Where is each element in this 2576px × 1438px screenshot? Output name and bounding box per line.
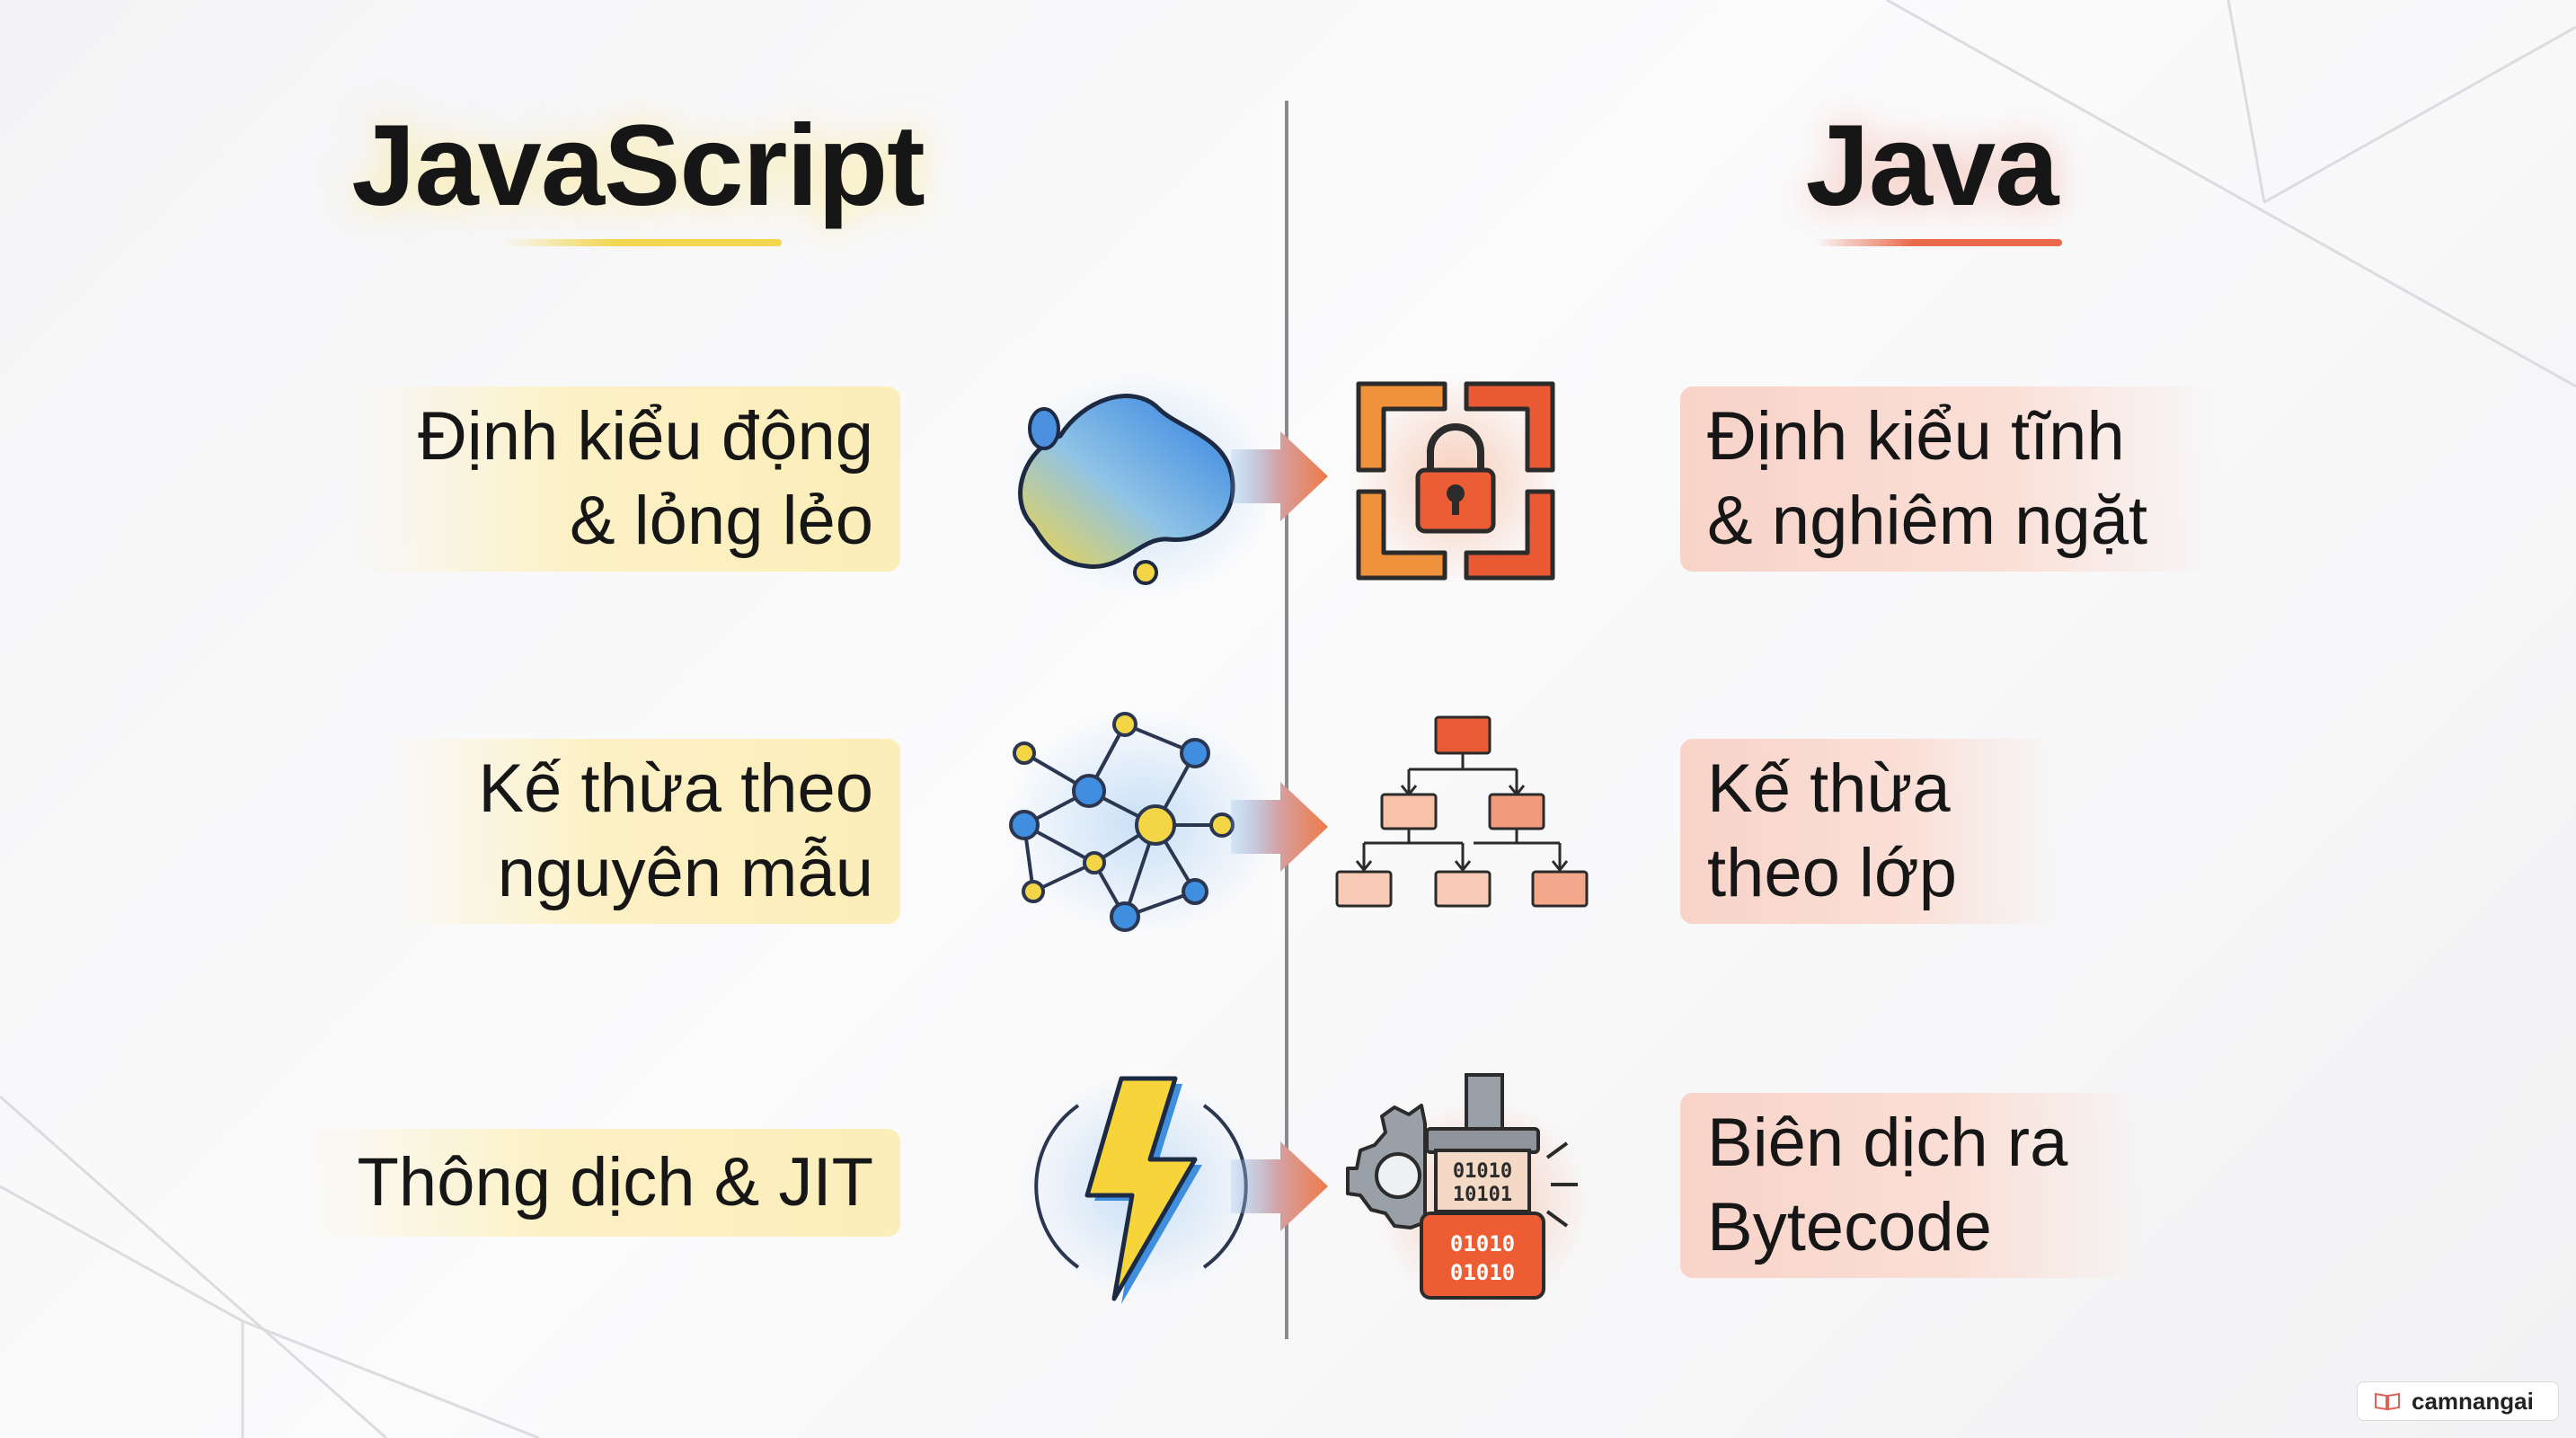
center-divider <box>1285 101 1288 1339</box>
watermark-badge: camnangai <box>2357 1381 2559 1421</box>
lightning-bolt-icon <box>1020 1074 1262 1304</box>
java-inheritance-label: Kế thừa theo lớp <box>1680 739 2058 924</box>
node-network-icon <box>1006 710 1267 935</box>
class-hierarchy-icon <box>1335 715 1589 908</box>
bytecode-compiler-icon: 01010 10101 01010 01010 <box>1346 1073 1590 1312</box>
book-icon <box>2375 1392 2400 1411</box>
java-typing-label: Định kiểu tĩnh & nghiêm ngặt <box>1680 386 2219 572</box>
flow-arrow-1 <box>1231 431 1328 521</box>
java-execution-line-1: Biên dịch ra <box>1707 1105 2068 1181</box>
js-execution-label: Thông dịch & JIT <box>305 1129 900 1237</box>
svg-text:01010: 01010 <box>1450 1231 1515 1256</box>
java-title: Java <box>1805 102 2059 230</box>
js-execution-line-1: Thông dịch & JIT <box>357 1144 874 1221</box>
flow-arrow-3 <box>1231 1141 1328 1231</box>
js-inheritance-label: Kế thừa theo nguyên mẫu <box>386 739 900 924</box>
java-inheritance-line-2: theo lớp <box>1707 835 1958 911</box>
js-inheritance-line-1: Kế thừa theo <box>478 750 873 827</box>
java-execution-label: Biên dịch ra Bytecode <box>1680 1093 2147 1278</box>
js-inheritance-line-2: nguyên mẫu <box>497 835 873 911</box>
java-inheritance-line-1: Kế thừa <box>1707 750 1951 827</box>
java-typing-line-2: & nghiêm ngặt <box>1707 483 2148 559</box>
svg-text:01010: 01010 <box>1450 1260 1515 1285</box>
js-typing-line-1: Định kiểu động <box>417 398 873 475</box>
java-title-underline <box>1815 239 2062 246</box>
svg-text:01010: 01010 <box>1453 1160 1512 1183</box>
padlock-frame-icon <box>1350 375 1562 587</box>
javascript-title-underline <box>503 239 782 246</box>
js-typing-label: Định kiểu động & lỏng lẻo <box>350 386 900 572</box>
js-typing-line-2: & lỏng lẻo <box>569 483 873 559</box>
java-typing-line-1: Định kiểu tĩnh <box>1707 398 2125 475</box>
javascript-title: JavaScript <box>351 102 925 230</box>
flow-arrow-2 <box>1231 782 1328 872</box>
fluid-blob-icon <box>1006 373 1267 598</box>
java-execution-line-2: Bytecode <box>1707 1189 1992 1265</box>
svg-text:10101: 10101 <box>1453 1184 1512 1206</box>
watermark-text: camnangai <box>2412 1387 2534 1415</box>
